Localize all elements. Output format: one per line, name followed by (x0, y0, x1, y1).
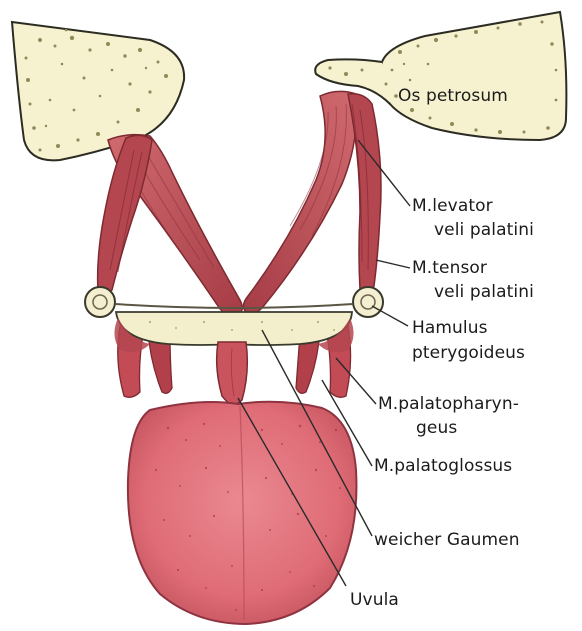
left-hamulus (85, 287, 115, 317)
label-palatopharyngeus-line2: geus (416, 418, 457, 439)
left-tensor-veli-palatini (98, 135, 152, 293)
label-hamulus-line2: pterygoideus (412, 343, 525, 364)
label-palatoglossus: M.palatoglossus (374, 456, 512, 477)
uvula (217, 342, 248, 404)
right-tensor-veli-palatini (348, 94, 381, 292)
label-tensor-line2: veli palatini (434, 282, 534, 303)
label-os-petrosum: Os petrosum (398, 86, 508, 107)
left-petrous-bone (12, 22, 184, 160)
label-palatopharyngeus-line1: M.palatopharyn- (378, 394, 519, 415)
label-hamulus-line1: Hamulus (412, 318, 488, 339)
tongue (128, 402, 357, 624)
label-levator-line1: M.levator (412, 196, 493, 217)
leader-tensor (376, 260, 410, 268)
right-levator-veli-palatini (243, 91, 356, 313)
label-tensor-line1: M.tensor (412, 258, 487, 279)
right-hamulus (353, 287, 383, 317)
label-soft-palate: weicher Gaumen (374, 530, 520, 551)
label-uvula: Uvula (350, 590, 399, 611)
label-levator-line2: veli palatini (434, 220, 534, 241)
leader-hamulus (372, 306, 408, 326)
soft-palate (116, 312, 352, 345)
